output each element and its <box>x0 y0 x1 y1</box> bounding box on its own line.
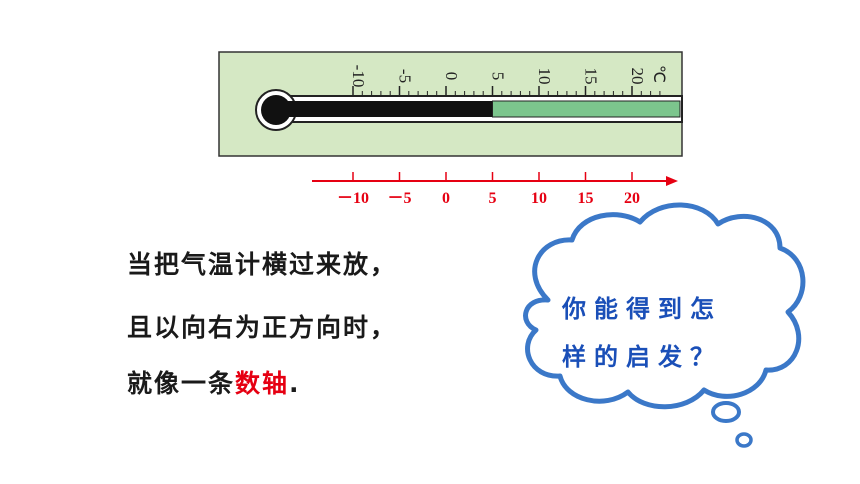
thermometer-tick-label: 0 <box>442 72 461 81</box>
number-line-label: 5 <box>489 190 497 207</box>
text-line-3-suffix: . <box>289 369 301 398</box>
thermometer-mercury <box>288 101 493 117</box>
thought-dot-large <box>711 401 741 423</box>
text-line-1: 当把气温计横过来放， <box>127 250 398 279</box>
thermometer-tick-label: 20 <box>628 68 647 85</box>
thermometer: -10 -5 0 5 10 15 20 ℃ <box>218 51 683 157</box>
number-line-label: －5 <box>387 190 411 207</box>
thought-dot-small <box>735 432 753 448</box>
text-line-3-prefix: 就像一条 <box>127 369 236 398</box>
text-line-2: 且以向右为正方向时， <box>127 313 398 342</box>
bubble-line-2: 样的启发？ <box>562 343 722 371</box>
number-line-label: 20 <box>624 190 640 207</box>
thermometer-liquid <box>492 100 681 118</box>
thermometer-tick-label: 10 <box>535 68 554 85</box>
number-line-label: 10 <box>531 190 547 207</box>
text-line-3: 就像一条数轴. <box>127 364 301 400</box>
thermometer-tick-label: -5 <box>396 69 415 83</box>
number-line-arrow <box>666 176 678 186</box>
cloud-shape <box>523 202 806 410</box>
bubble-line-1: 你能得到怎 <box>562 295 722 323</box>
number-line-label: 0 <box>442 190 450 207</box>
thermometer-bulb <box>261 95 291 125</box>
thermometer-tick-label: 5 <box>489 72 508 81</box>
thermometer-tick-label: -10 <box>349 65 368 88</box>
number-line-label: －10 <box>337 190 369 207</box>
thermometer-tick-label: 15 <box>582 68 601 85</box>
number-line: －10 －5 0 5 10 15 20 <box>312 172 678 207</box>
number-axis-highlight: 数轴 <box>235 369 290 398</box>
number-line-label: 15 <box>578 190 594 207</box>
thermometer-unit: ℃ <box>650 65 667 83</box>
